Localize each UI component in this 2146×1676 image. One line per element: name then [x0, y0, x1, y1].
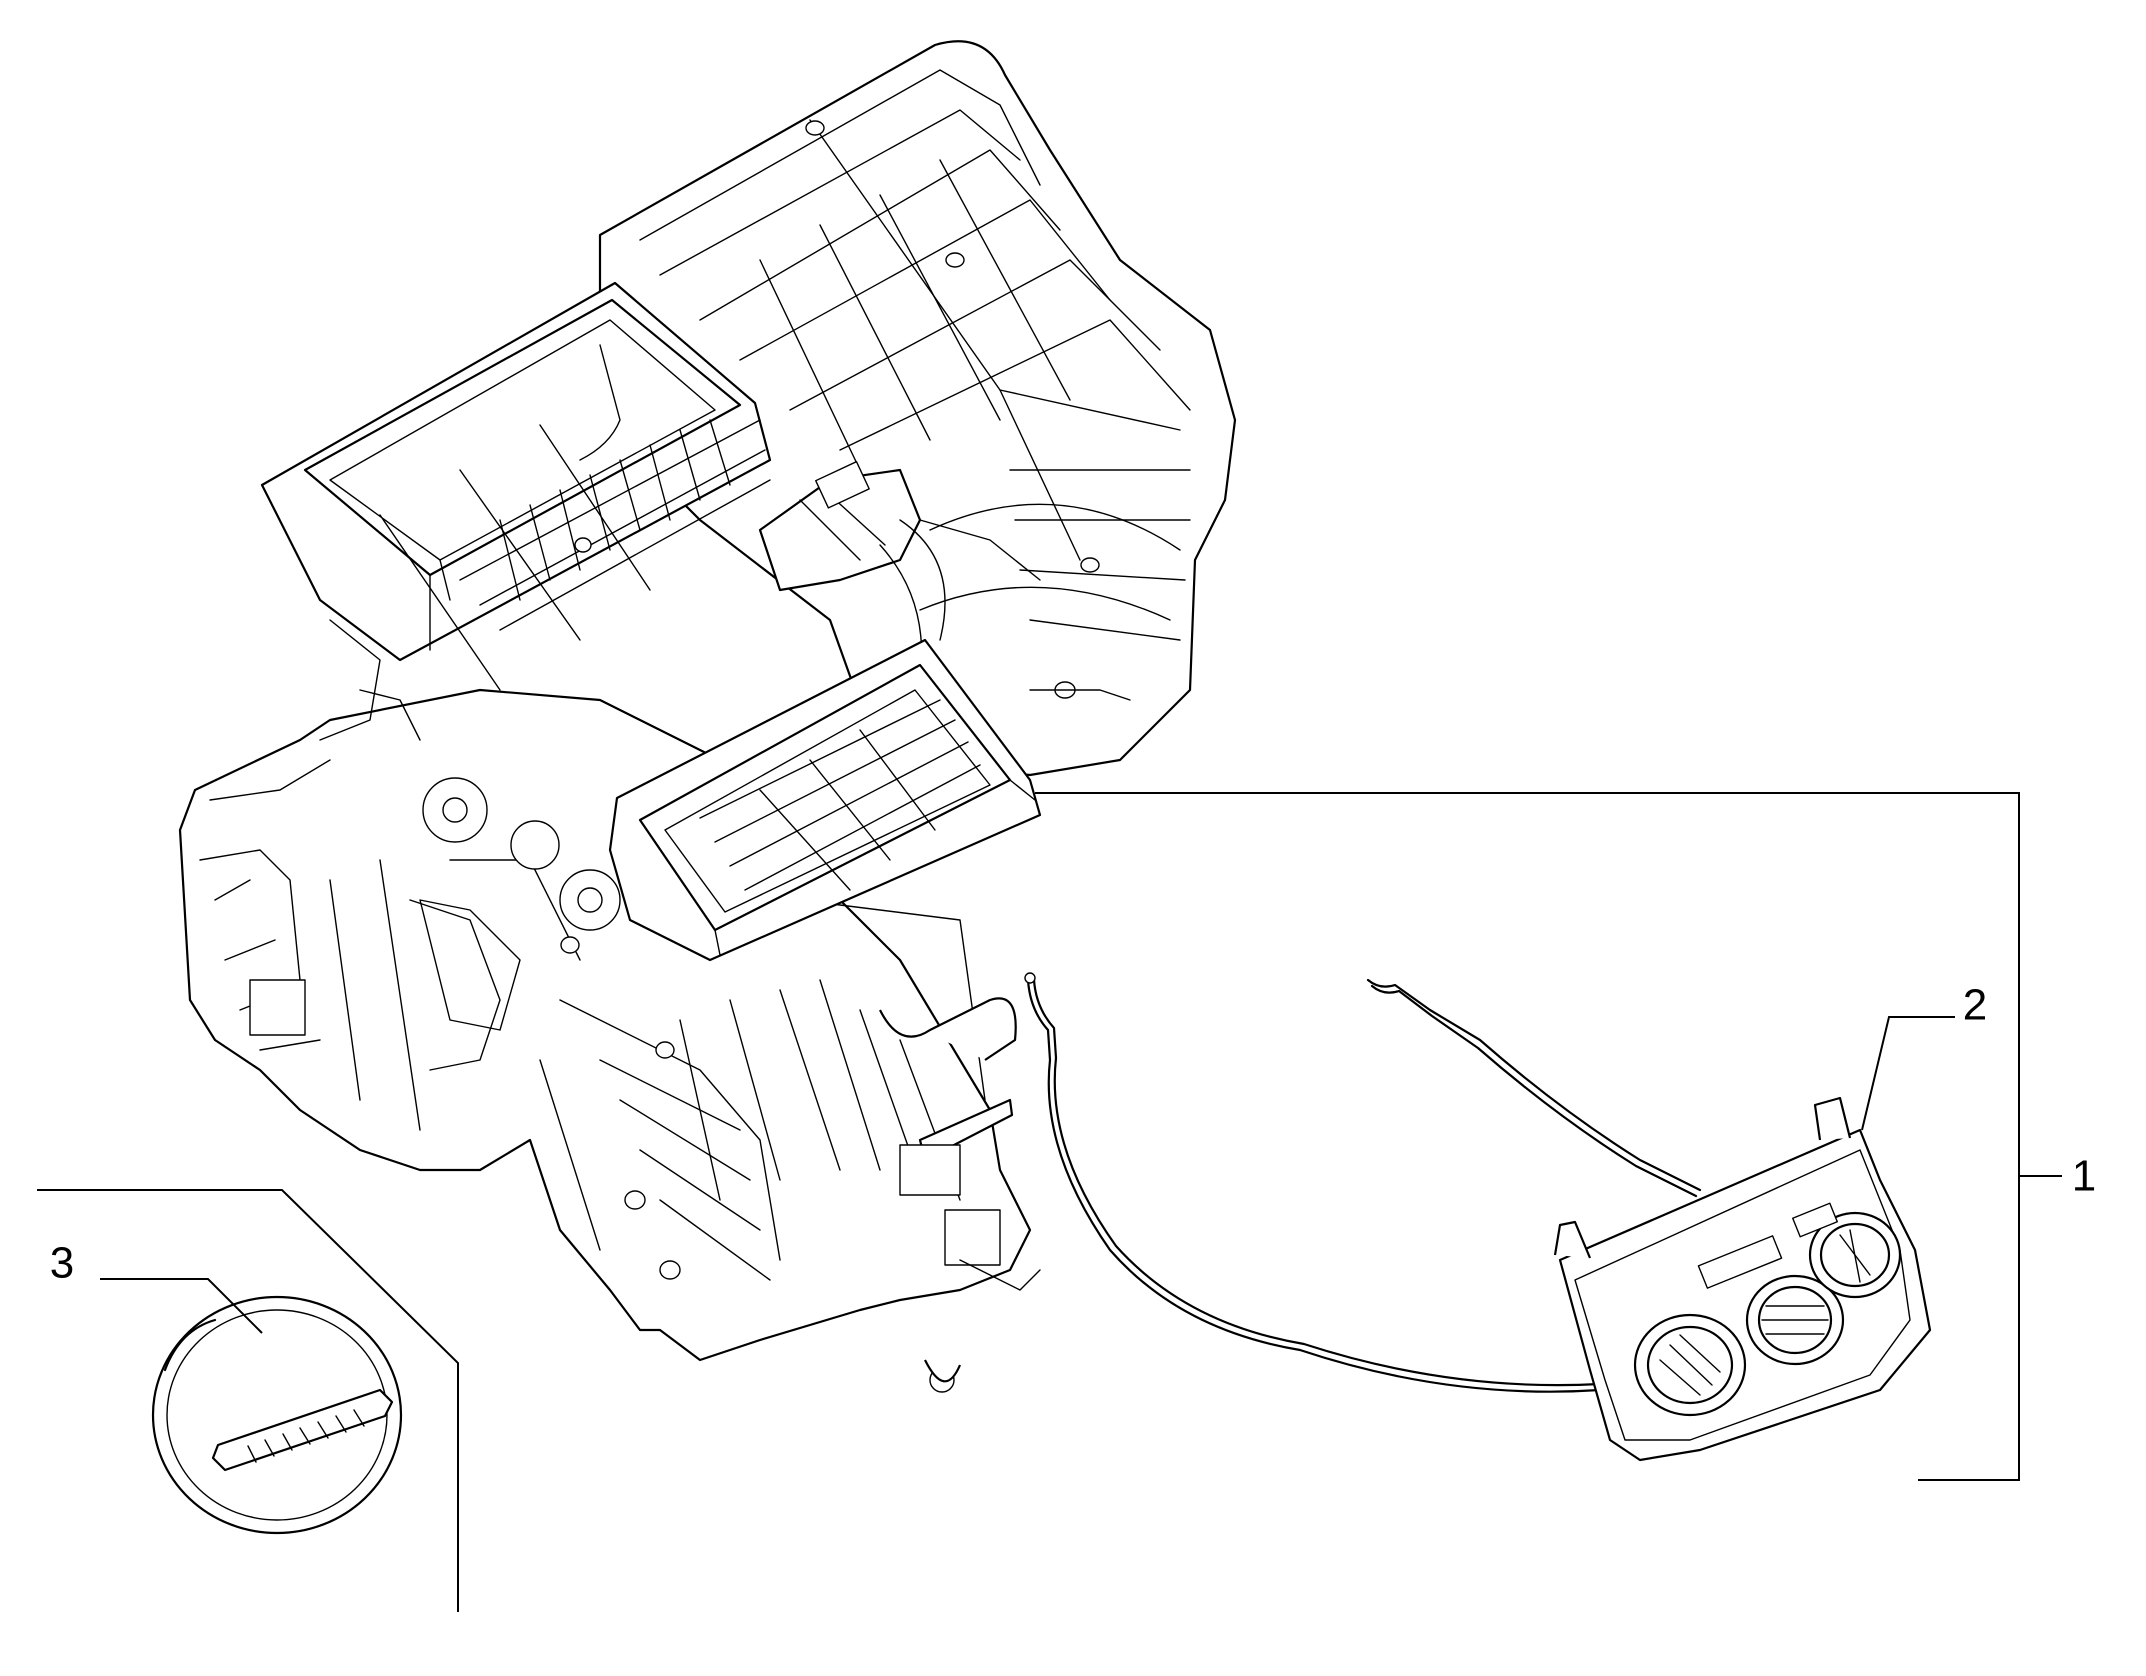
- left-knob[interactable]: [1633, 1313, 1747, 1417]
- climate-control-panel[interactable]: [1553, 1096, 1932, 1462]
- blower-housing: [598, 40, 1237, 777]
- upper-duct-outlet: [260, 281, 772, 741]
- leader-line-3: [100, 1278, 263, 1334]
- middle-knob[interactable]: [1745, 1274, 1845, 1366]
- callout-3: 3: [50, 1239, 74, 1288]
- separator-line: [37, 1189, 459, 1612]
- ac-button[interactable]: [1792, 1202, 1838, 1238]
- callout-1: 1: [2072, 1152, 2096, 1201]
- leader-lines: [37, 792, 2062, 1612]
- hvac-housing-assembly[interactable]: [178, 40, 1237, 1393]
- lower-duct-outlet: [608, 638, 1042, 962]
- callout-2: 2: [1963, 981, 1987, 1030]
- control-cables[interactable]: [1024, 972, 1702, 1393]
- leader-line-2: [1861, 1016, 1955, 1131]
- cover-plug[interactable]: [151, 1295, 403, 1535]
- right-knob[interactable]: [1808, 1211, 1902, 1299]
- leader-line-1: [1035, 792, 2020, 1481]
- actuator-cluster: [758, 460, 1041, 681]
- button-strip[interactable]: [1697, 1235, 1783, 1289]
- main-case: [178, 688, 1041, 1393]
